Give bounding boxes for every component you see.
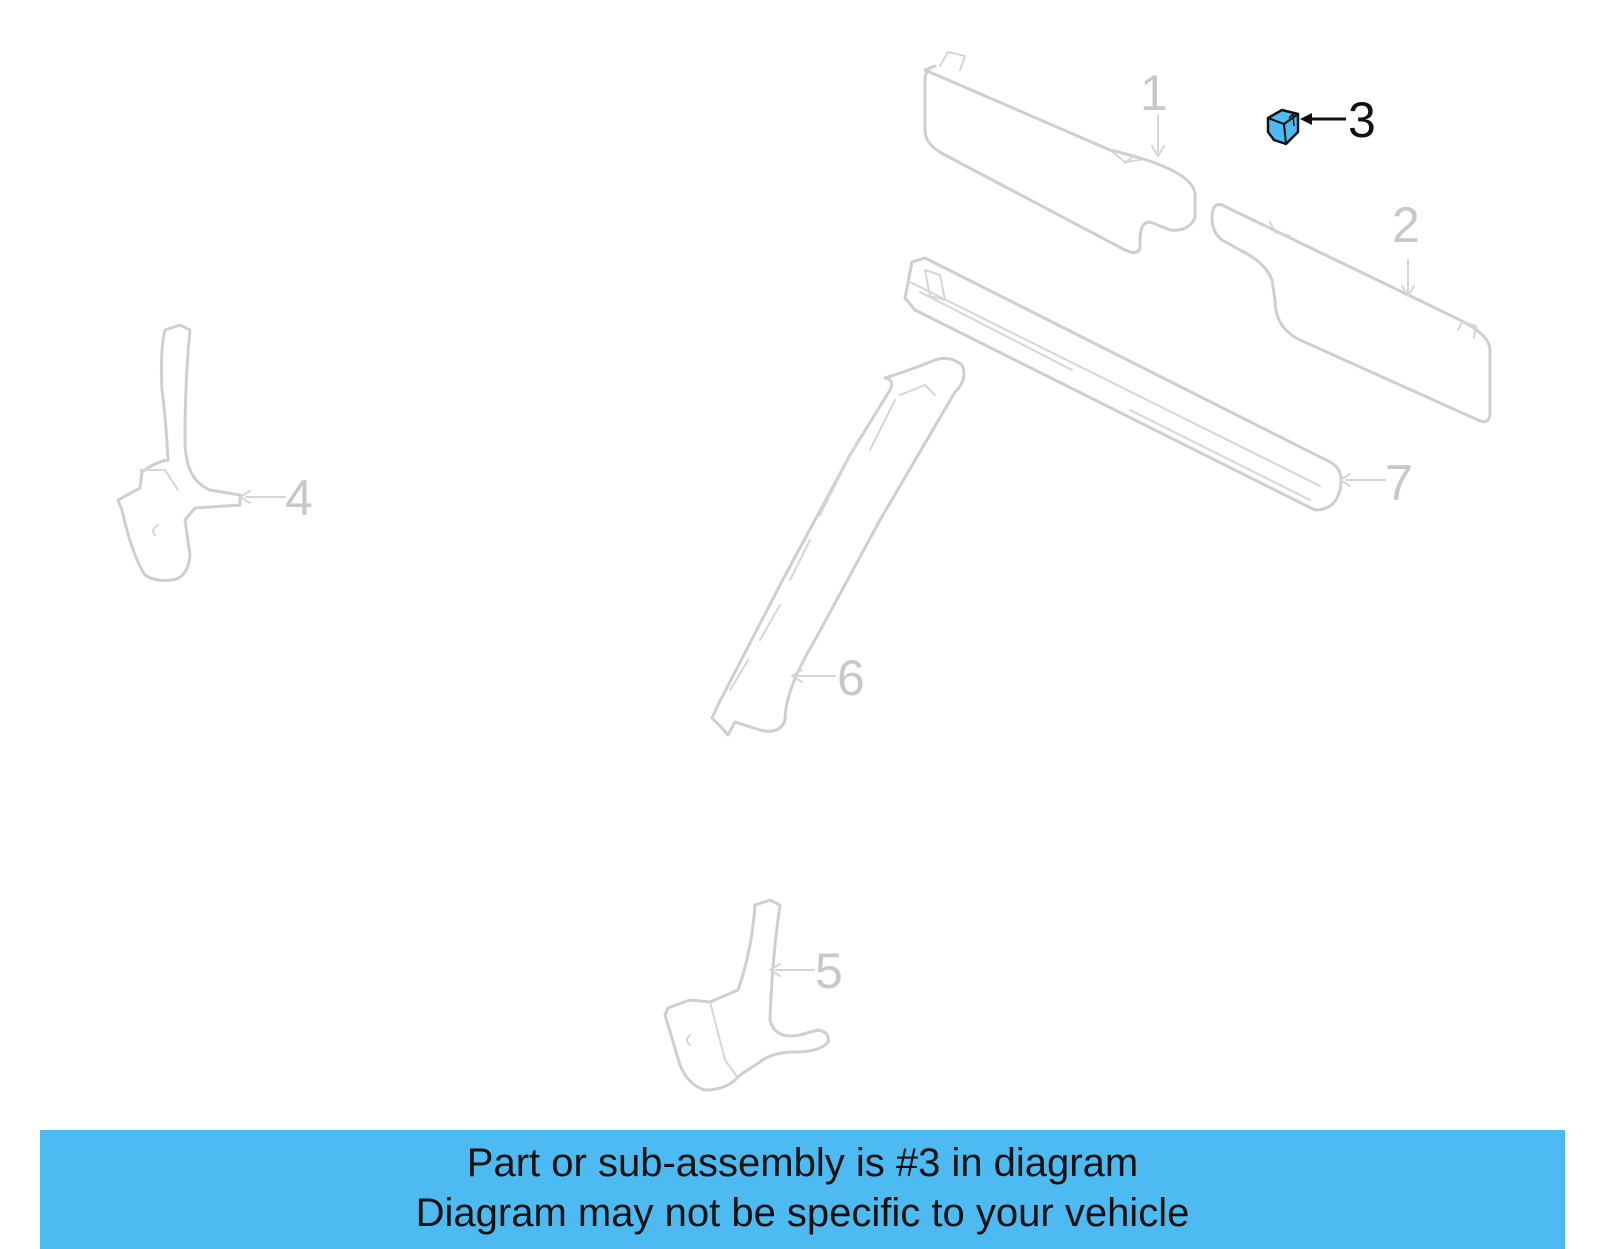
part-3-clip[interactable] — [1266, 108, 1346, 146]
part-2-sun-visor[interactable] — [1210, 203, 1492, 424]
parts-diagram: 1 2 3 4 5 6 7 — [116, 51, 1492, 1092]
callout-7: 7 — [1385, 455, 1413, 511]
callout-1: 1 — [1140, 65, 1168, 121]
part-1-sun-visor[interactable] — [923, 51, 1197, 255]
callout-6: 6 — [837, 650, 865, 706]
callout-2: 2 — [1392, 197, 1420, 253]
part-5-lower-trim[interactable] — [663, 898, 830, 1092]
part-4-lower-trim[interactable] — [116, 323, 286, 582]
callout-4: 4 — [285, 470, 313, 526]
banner-line-1: Part or sub-assembly is #3 in diagram — [466, 1141, 1139, 1185]
part-6-pillar-trim[interactable] — [710, 356, 966, 737]
part-7-header-trim[interactable] — [903, 256, 1386, 512]
banner-line-2: Diagram may not be specific to your vehi… — [415, 1191, 1190, 1235]
info-banner: Part or sub-assembly is #3 in diagram Di… — [40, 1130, 1565, 1249]
callout-5: 5 — [815, 943, 843, 999]
callout-3: 3 — [1348, 92, 1376, 148]
